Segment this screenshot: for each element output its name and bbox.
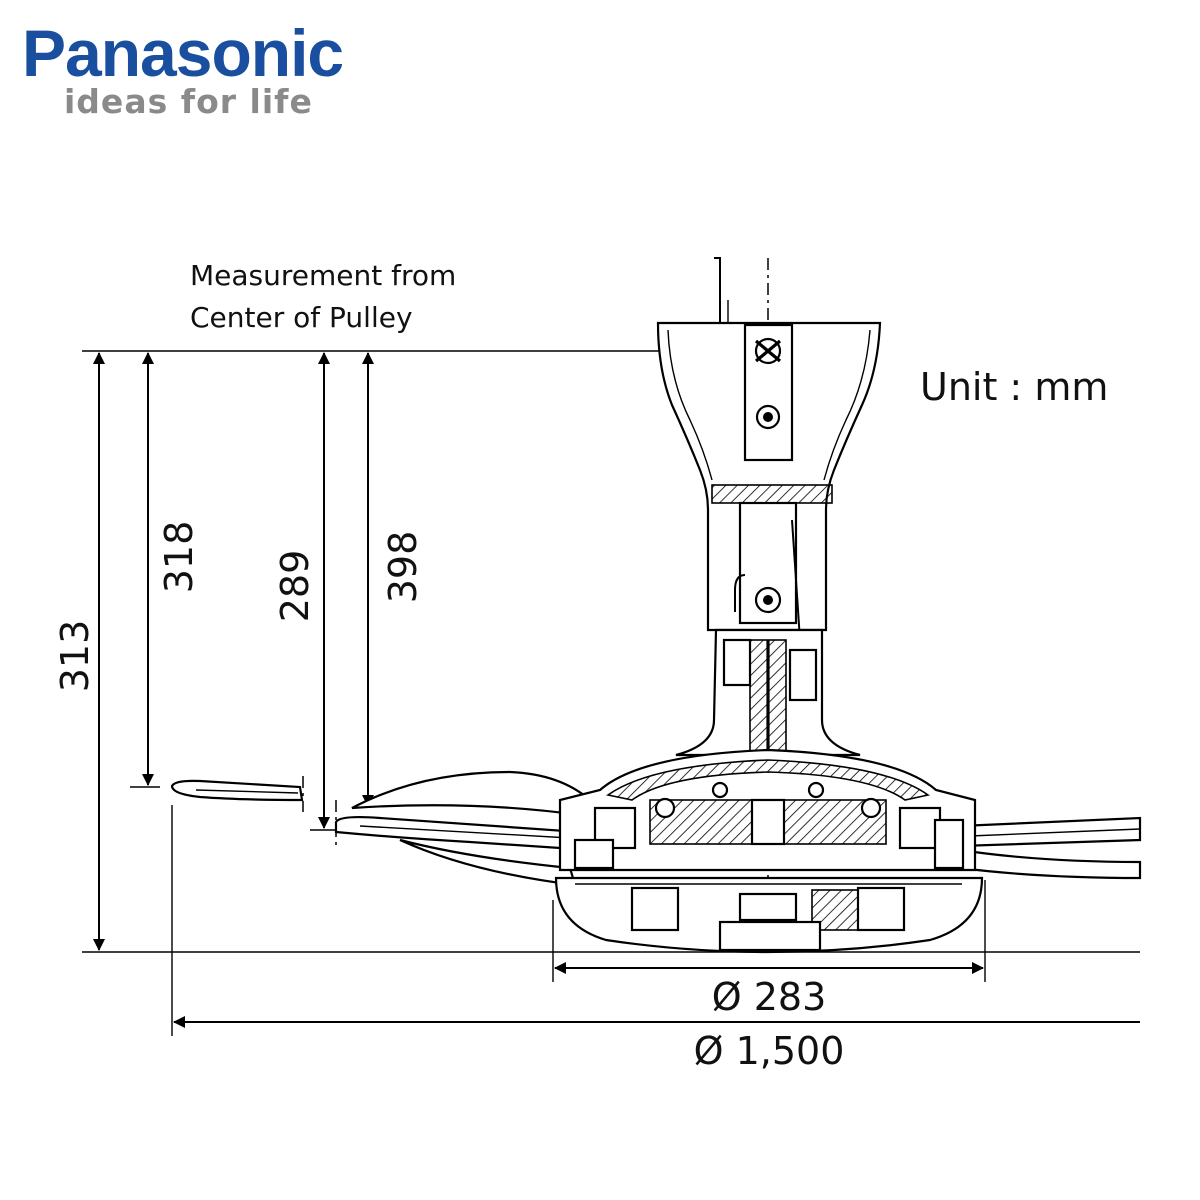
blade-left-upper-rib	[195, 789, 299, 794]
canopy-inner-left	[667, 329, 713, 481]
bearing-top-right-icon	[807, 781, 825, 799]
bottom-center-block	[738, 892, 798, 922]
inner-wire-left	[734, 574, 746, 612]
inner-wire-right	[791, 519, 801, 641]
blade-left-middle	[334, 816, 592, 852]
fan-blades	[170, 770, 1142, 887]
canopy-inner-right	[823, 329, 871, 481]
bearing-left-icon	[654, 797, 676, 819]
label-sweep-diameter: Ø 1,500	[694, 1029, 845, 1073]
brand-logo: Panasonic ideas for life	[22, 16, 344, 121]
bearing-top-left-icon	[711, 781, 729, 799]
label-housing-diameter: Ø 283	[712, 975, 827, 1019]
blade-bracket-right	[898, 806, 942, 850]
terminal-block-left	[722, 638, 752, 687]
unit-label: Unit : mm	[920, 365, 1108, 409]
collar-band	[711, 484, 833, 504]
label-housing-top: 398	[381, 531, 425, 604]
bottom-bracket-left	[630, 886, 680, 932]
note-line-2: Center of Pulley	[190, 301, 413, 334]
terminal-block-right	[788, 648, 818, 702]
blade-left-upper	[170, 779, 304, 802]
blade-mount-right	[933, 818, 965, 870]
motor-top-shell	[606, 759, 930, 801]
label-total-height: 313	[53, 620, 97, 693]
blade-right-upper	[958, 816, 1142, 848]
brand-name: Panasonic	[22, 16, 344, 90]
bottom-center-cap	[718, 920, 822, 952]
bottom-bracket-right	[856, 886, 906, 932]
blade-right-upper-rib	[969, 828, 1141, 837]
brand-tagline: ideas for life	[64, 82, 313, 121]
bearing-right-icon	[860, 797, 882, 819]
rotor-hub	[750, 798, 786, 846]
blade-left-curved	[351, 770, 592, 817]
blade-left-middle-rib	[359, 825, 571, 839]
label-blade-root: 289	[273, 550, 317, 623]
bottom-cover	[554, 876, 984, 954]
bolt-lower-core	[763, 595, 773, 605]
canopy	[656, 321, 882, 641]
dimension-lines	[93, 352, 1140, 1028]
note-line-1: Measurement from	[190, 259, 456, 292]
blade-mount-left	[573, 838, 615, 870]
blade-left-lower	[399, 838, 577, 887]
bolt-upper-core	[763, 412, 773, 422]
blade-right-lower	[958, 848, 1142, 880]
canopy-body	[656, 321, 882, 632]
motor-housing	[558, 748, 977, 872]
bottom-hatched-block	[811, 889, 859, 931]
label-blade-tip: 318	[157, 521, 201, 594]
pulley-bolt-icon	[754, 339, 782, 363]
